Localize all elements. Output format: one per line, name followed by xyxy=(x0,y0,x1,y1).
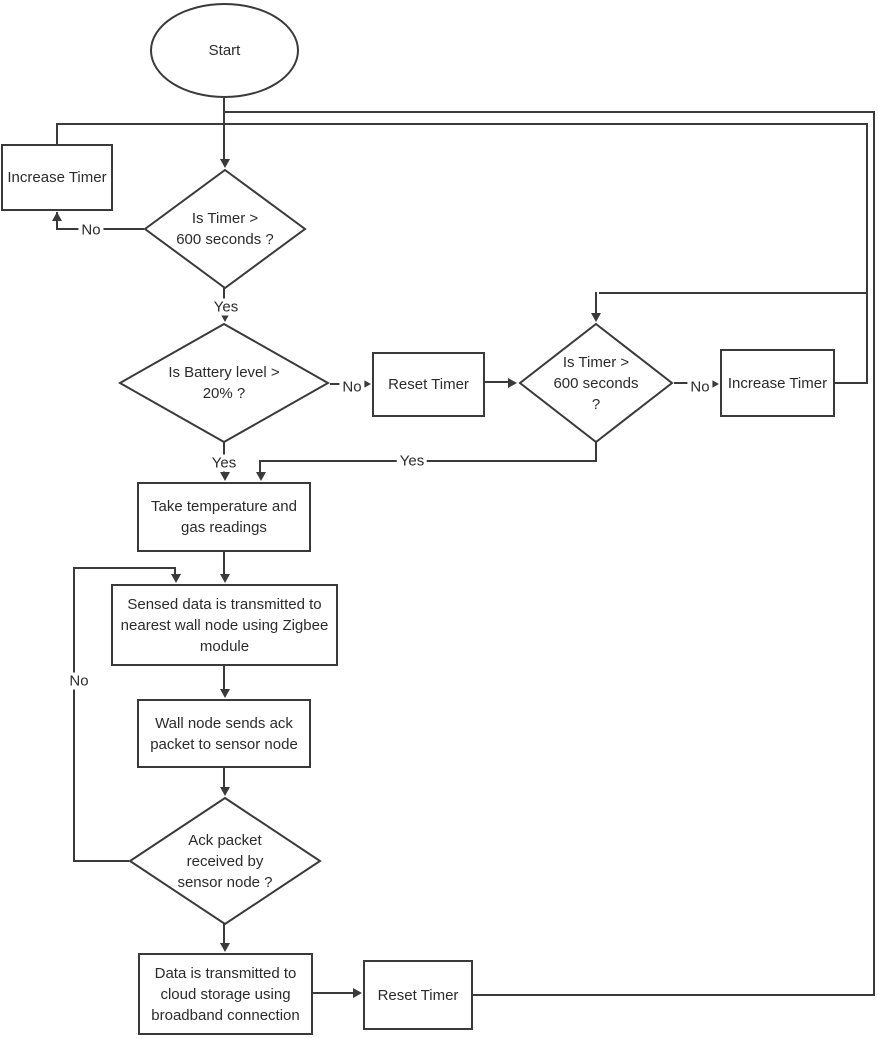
edge-inner-loop-top xyxy=(56,123,868,125)
arrowhead-into-reset-bottom xyxy=(353,988,362,998)
arrowhead-into-zigbee-main xyxy=(220,574,230,583)
timer-check-1-label: Is Timer > 600 seconds ? xyxy=(176,210,274,248)
take-readings-node: Take temperature and gas readings xyxy=(137,482,311,552)
edge-label-timer2-no: No xyxy=(687,378,713,396)
arrowhead-into-timer2-top xyxy=(591,313,601,322)
reset-timer-bottom-node: Reset Timer xyxy=(363,960,473,1030)
edge-take-to-zigbee xyxy=(223,551,225,577)
edge-timer2-yes-down xyxy=(595,442,597,462)
arrowhead-into-timer2-left xyxy=(508,378,517,388)
edge-ack-to-cloud xyxy=(223,924,225,946)
battery-check-label: Is Battery level > 20% ? xyxy=(168,364,280,402)
arrowhead-into-timer1 xyxy=(220,159,230,168)
arrowhead-into-take-right xyxy=(256,472,266,481)
arrowhead-into-battery xyxy=(220,313,230,322)
edge-timer1-no-v xyxy=(56,212,58,230)
arrowhead-into-cloud xyxy=(220,943,230,952)
arrowhead-into-resetmid xyxy=(362,379,371,389)
ack-check-label: Ack packet received by sensor node ? xyxy=(177,831,273,891)
edge-ack-no-entry xyxy=(174,567,176,576)
decision-diamond-shape xyxy=(128,797,322,925)
increase-timer-right-node: Increase Timer xyxy=(720,349,835,417)
edge-label-timer2-yes: Yes xyxy=(396,452,428,470)
edge-outer-loop-right xyxy=(873,111,875,996)
edge-label-timer1-yes: Yes xyxy=(210,298,242,316)
arrowhead-into-take-left xyxy=(220,472,230,481)
edge-label-ack-no: No xyxy=(66,672,92,690)
battery-check-node: Is Battery level > 20% ? xyxy=(118,323,330,443)
cloud-upload-node: Data is transmitted to cloud storage usi… xyxy=(138,953,313,1035)
edge-label-battery-no: No xyxy=(339,378,365,396)
edge-timer2-entry xyxy=(595,292,597,316)
decision-diamond-shape xyxy=(143,169,307,289)
edge-wall-to-ack xyxy=(223,767,225,790)
edge-inner-loop-mid xyxy=(599,292,868,294)
edge-ack-no-left xyxy=(73,567,75,862)
decision-diamond-shape xyxy=(518,323,674,443)
edge-increase-right-out xyxy=(835,382,868,384)
arrowhead-into-increase-right xyxy=(710,379,719,389)
edge-start-to-timer1 xyxy=(223,98,225,160)
timer-check-2-label: Is Timer > 600 seconds ? xyxy=(553,353,639,413)
edge-ack-no-bottom xyxy=(73,860,129,862)
edge-ack-no-top xyxy=(73,567,176,569)
edge-zigbee-to-wall xyxy=(223,665,225,692)
edge-outer-loop-top xyxy=(223,111,875,113)
decision-diamond-shape xyxy=(118,323,330,443)
timer-check-2-node: Is Timer > 600 seconds ? xyxy=(518,323,674,443)
edge-inner-loop-right xyxy=(866,123,868,384)
edge-increase-left-up xyxy=(56,123,58,145)
edge-outer-loop-bottom xyxy=(473,994,875,996)
arrowhead-into-ack xyxy=(220,787,230,796)
transmit-zigbee-node: Sensed data is transmitted to nearest wa… xyxy=(111,584,338,666)
increase-timer-left-node: Increase Timer xyxy=(1,144,113,211)
start-node: Start xyxy=(150,3,299,98)
timer-check-1-node: Is Timer > 600 seconds ? xyxy=(143,169,307,289)
wall-ack-node: Wall node sends ack packet to sensor nod… xyxy=(137,699,311,768)
edge-timer2-yes-entry xyxy=(259,460,261,474)
edge-timer2-yes-h xyxy=(259,460,597,462)
reset-timer-mid-node: Reset Timer xyxy=(372,352,485,417)
arrowhead-into-wall xyxy=(220,689,230,698)
ack-check-node: Ack packet received by sensor node ? xyxy=(128,797,322,925)
edge-cloud-to-reset xyxy=(313,992,356,994)
arrowhead-into-zigbee-retry xyxy=(171,574,181,583)
edge-label-timer1-no: No xyxy=(78,221,104,239)
arrowhead-into-increase-left xyxy=(52,212,62,221)
edge-resetmid-to-timer2 xyxy=(485,381,510,383)
edge-label-battery-yes: Yes xyxy=(208,454,240,472)
